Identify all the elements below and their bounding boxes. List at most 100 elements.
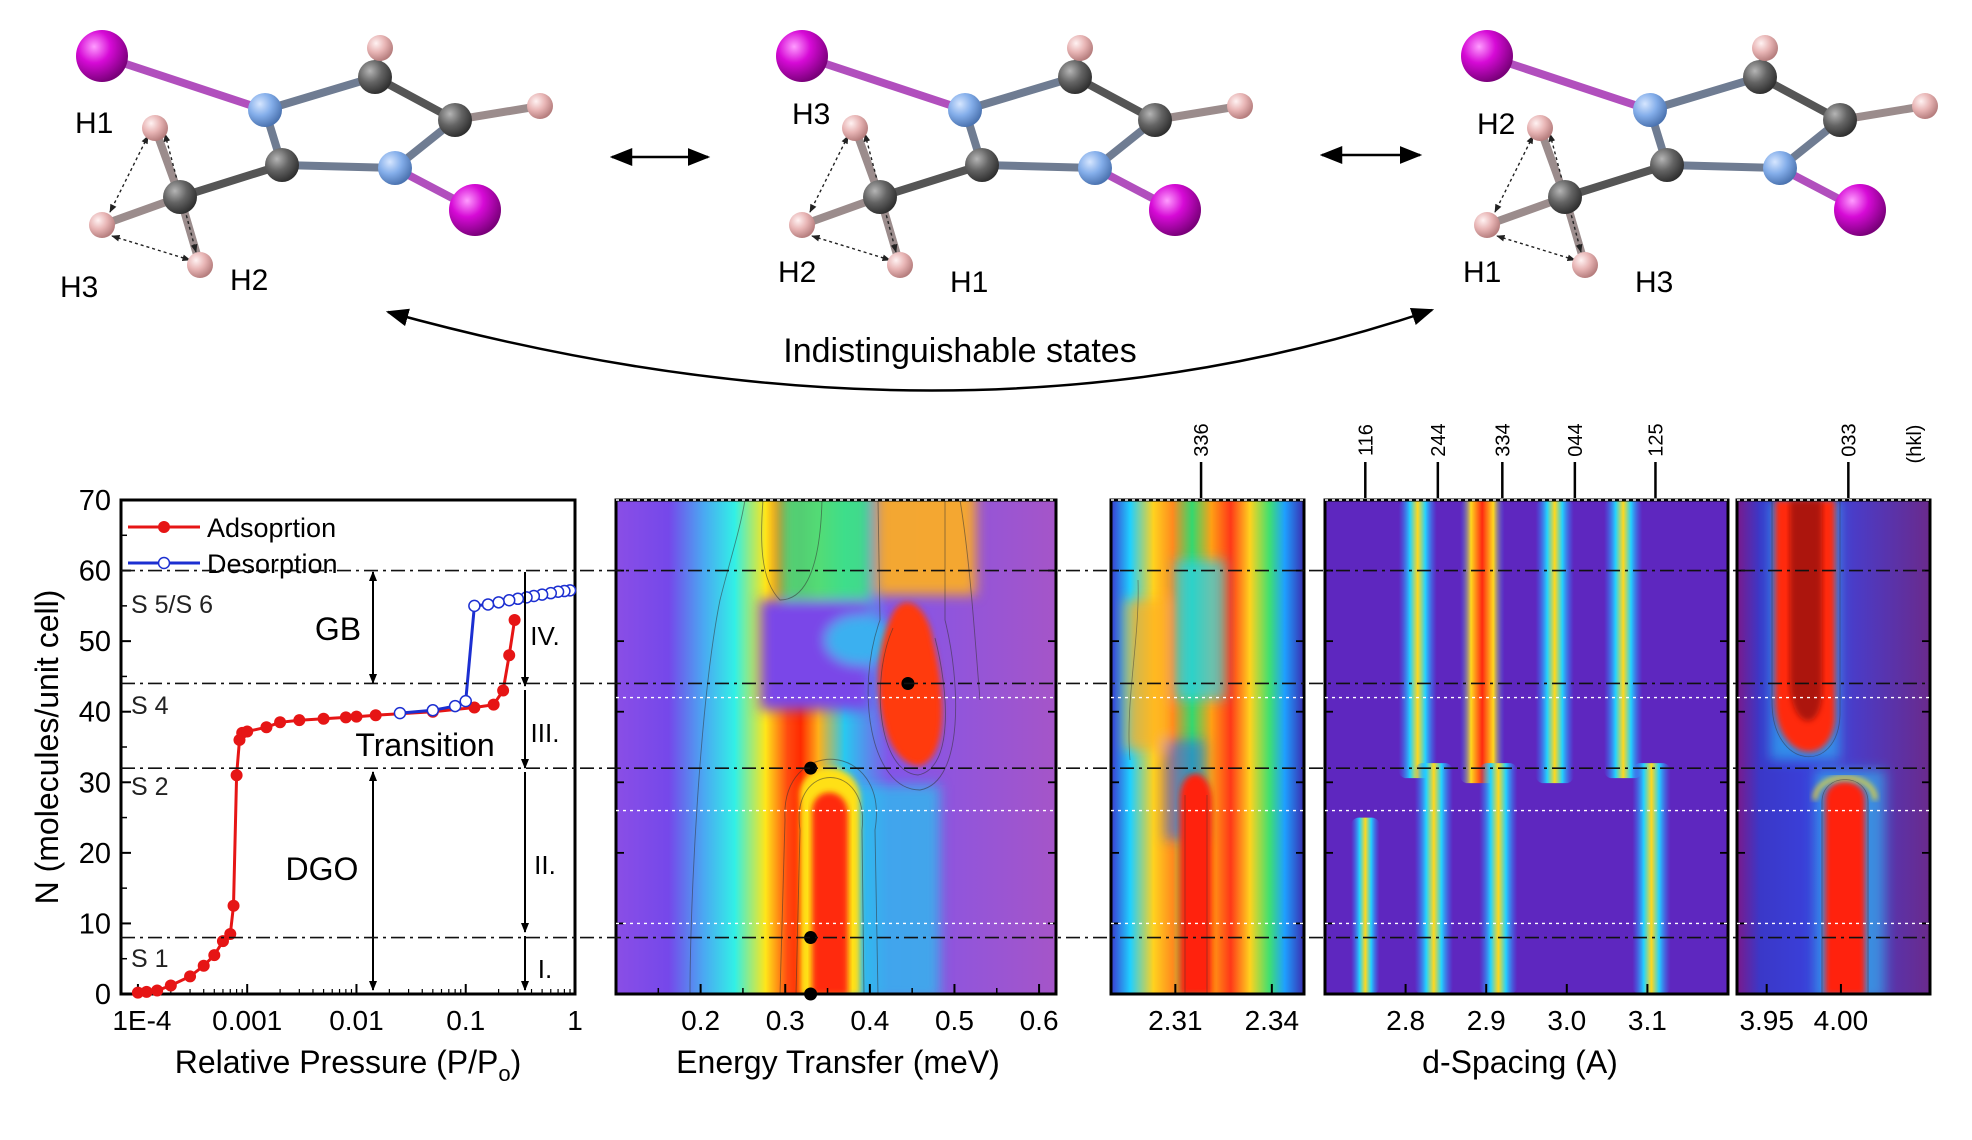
d-panel-3 [1737,500,1930,994]
adsorption-point [184,970,197,983]
y-tick-label: 50 [79,626,111,658]
y-axis-label: N (molecules/unit cell) [29,590,65,905]
hkl-label: 244 [1428,423,1450,456]
x-tick-label: 4.00 [1814,1005,1869,1036]
peak-marker [804,931,818,945]
x-axis-label: Energy Transfer (meV) [676,1044,1000,1080]
hkl-labels: 336 116 244 334 044 125 033 [1191,423,1860,498]
adsorption-point [227,899,240,912]
x-axis-label: Relative Pressure (P/Po) [175,1044,522,1086]
adsorption-point [131,986,144,999]
adsorption-point [241,725,254,738]
peak-markers [804,676,915,1001]
adsorption-point [350,710,363,723]
region-label: III. [531,718,560,748]
y-tick-label: 10 [79,908,111,940]
x-tick-label: 0.4 [850,1005,889,1036]
hkl-label: 116 [1355,424,1377,456]
caption: Indistinguishable states [783,332,1136,370]
hkl-label: 336 [1191,423,1213,456]
y-tick-label: 40 [79,697,111,729]
legend-desorption: Desorption [207,549,338,579]
region-label: IV. [530,621,559,651]
x-tick-label: 2.34 [1245,1005,1300,1036]
legend: Adsoprtion Desorption [128,513,338,579]
region-label: I. [538,954,552,984]
stage-label: S 5/S 6 [131,591,213,619]
d-panel-1 [1111,500,1304,994]
diffraction-band [1459,500,1505,784]
desorption-point [426,704,440,717]
adsorption-point [508,613,521,626]
isotherm-axes [119,498,577,996]
x-tick-label: 0.3 [766,1005,805,1036]
molecule-3: H2 H1 H3 [1461,30,1938,299]
diffraction-band [1398,500,1437,779]
h-label: H1 [1463,256,1501,289]
hkl-header: (hkl) [1904,425,1926,464]
x-tick-label: 0.01 [329,1005,384,1036]
adsorption-point [274,716,287,729]
molecule-2: H3 H2 H1 [776,30,1253,299]
isotherm-series [131,584,577,999]
x-tick-label: 1 [567,1005,583,1036]
x-tick-label: 2.31 [1148,1005,1203,1036]
desorption-point [502,593,516,607]
region-label: GB [315,611,361,647]
h-label: H3 [792,98,830,131]
diffraction-band [1632,763,1671,994]
desorption-point [481,598,495,611]
region-label: Transition [355,727,494,763]
h-label: H3 [1635,266,1673,299]
stage-label: S 2 [131,773,169,801]
adsorption-point [339,711,352,724]
adsorption-point [197,959,210,972]
x-tick-label: 0.5 [935,1005,974,1036]
x-tick-label: 0.001 [212,1005,282,1036]
adsorption-point [230,769,243,782]
diffraction-band [1414,763,1454,994]
h-label: H3 [60,271,98,304]
hkl-label: 044 [1565,423,1587,456]
desorption-point [492,596,505,609]
stage-label: S 4 [131,692,169,720]
x-tick-label: 0.6 [1020,1005,1059,1036]
stage-lines [121,499,1930,939]
adsorption-point [260,721,273,734]
h-label: H1 [75,107,113,140]
hkl-label: 033 [1838,423,1860,456]
x-tick-label: 3.0 [1547,1005,1586,1036]
diffraction-band [1604,500,1643,779]
h-label: H2 [230,264,268,297]
diffraction-band [1350,817,1380,994]
y-tick-label: 70 [79,485,111,517]
h-label: H2 [778,256,816,289]
adsorption-point [293,714,306,727]
h-label: H2 [1477,108,1515,141]
adsorption-point [151,984,164,997]
region-label: DGO [286,851,359,887]
exchange-arrow [385,307,1435,392]
region-label: II. [534,850,556,880]
y-tick-label: 0 [95,979,111,1011]
diffraction-band [1535,500,1574,784]
hkl-label: 125 [1645,423,1667,456]
x-tick-label: 3.95 [1739,1005,1794,1036]
legend-adsorption: Adsoprtion [207,513,336,543]
hkl-label: 334 [1492,423,1514,456]
y-tick-label: 20 [79,838,111,870]
adsorption-point [503,649,516,662]
adsorption-point [208,949,221,962]
molecule-1: H1 H3 H2 [60,30,553,304]
adsorption-point [140,985,153,998]
stage-label: S 1 [131,945,169,973]
desorption-point [393,706,407,720]
x-tick-label: 3.1 [1628,1005,1667,1036]
desorption-point [468,599,481,613]
molecule-structures: H1 H3 H2 [60,30,1938,392]
